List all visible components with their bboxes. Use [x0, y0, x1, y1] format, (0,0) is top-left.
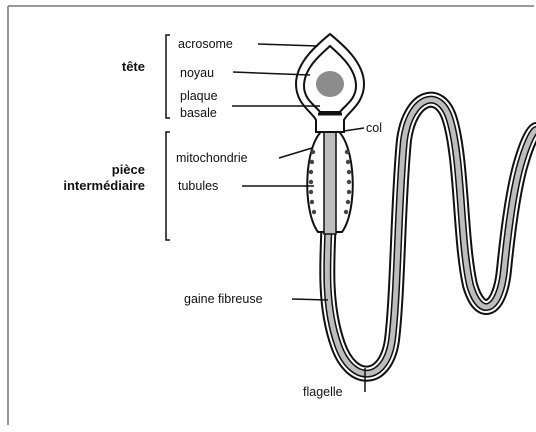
label-basale: basale [180, 106, 217, 120]
nucleus-core [316, 71, 344, 97]
label-mitochondrie: mitochondrie [176, 151, 248, 165]
label-flagelle: flagelle [303, 385, 343, 399]
midpiece [307, 130, 353, 234]
label-gaine-fibreuse: gaine fibreuse [184, 292, 263, 306]
label-plaque: plaque [180, 89, 218, 103]
label-col: col [366, 121, 382, 135]
group-label-intermediaire: intermédiaire [63, 178, 145, 193]
label-tubules: tubules [178, 179, 218, 193]
label-acrosome: acrosome [178, 37, 233, 51]
group-label-piece: pièce [112, 162, 145, 177]
axoneme [324, 132, 336, 234]
group-label-tete: tête [122, 59, 145, 74]
label-noyau: noyau [180, 66, 214, 80]
